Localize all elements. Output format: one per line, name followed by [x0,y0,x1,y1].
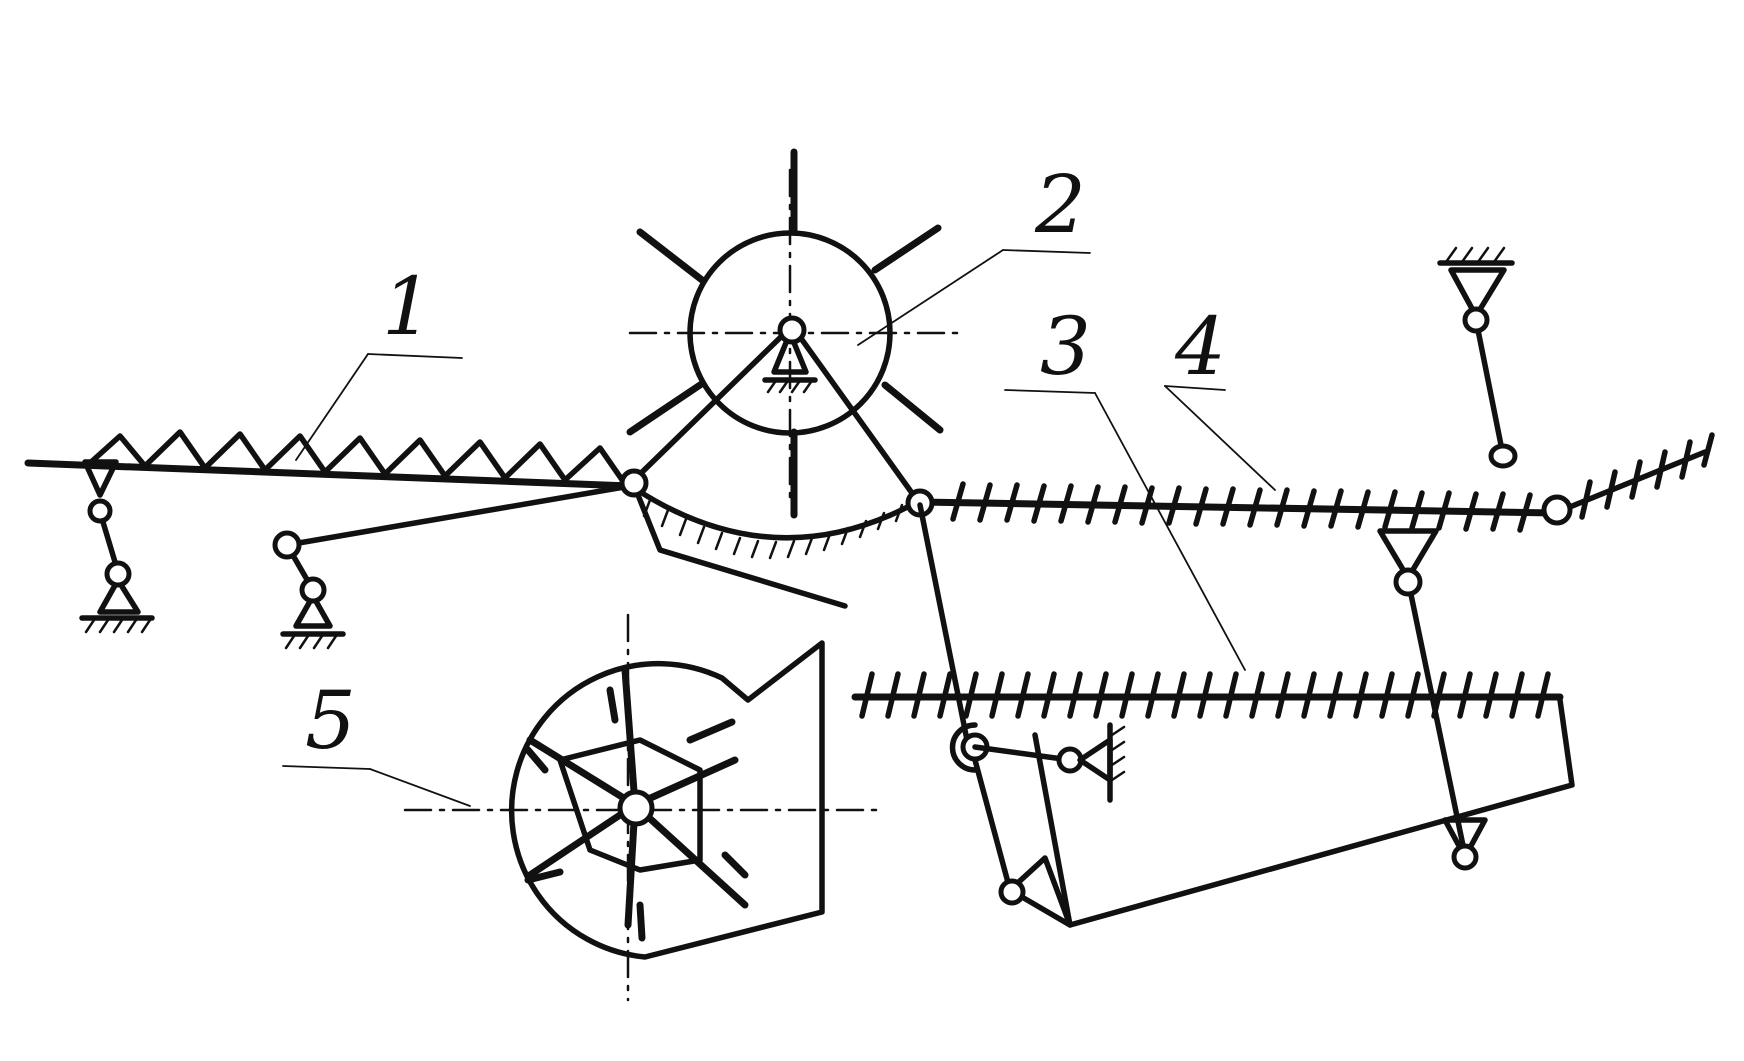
upper-right-hanger [1437,246,1518,469]
sieve [851,671,1564,719]
lower-right-hanger [1377,528,1488,871]
label-3: 3 [1040,300,1091,393]
label-2: 2 [1034,158,1086,251]
crank-support [272,483,633,650]
grain-pan [972,697,1575,928]
label-4: 4 [1174,300,1226,393]
left-support [79,498,155,634]
toothed-conveyor [24,429,634,498]
label-5: 5 [305,674,356,767]
concave-grate [619,468,920,609]
drum-beater [626,148,962,519]
leader-lines [282,249,1276,807]
straw-walker [905,432,1715,533]
cleaning-fan [403,613,887,1002]
label-1: 1 [382,260,433,353]
drive-rod [917,502,1126,803]
